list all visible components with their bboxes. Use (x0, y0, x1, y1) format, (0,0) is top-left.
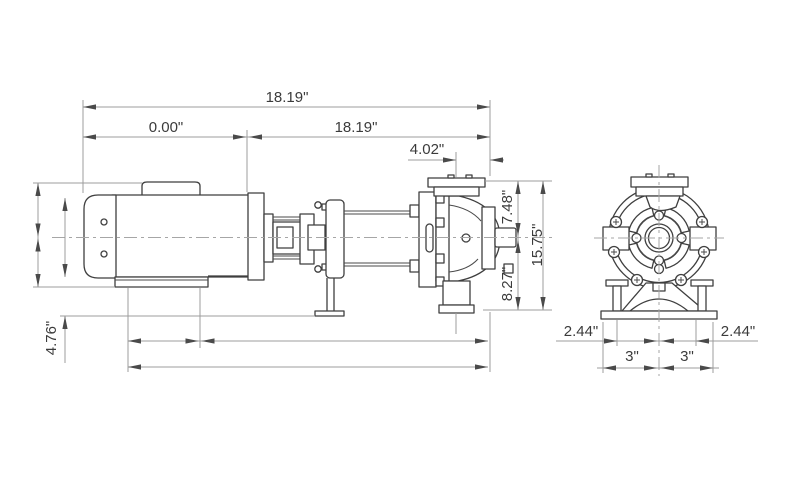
centerlines (52, 152, 724, 376)
dimension-arrows (35, 104, 713, 371)
dim-height-total-label: 15.75" (529, 224, 546, 267)
motor-end-cap (83, 194, 117, 279)
drain-flange (438, 304, 475, 314)
dim-top-left-label: 0.00" (149, 119, 184, 136)
dim-height-lower-label: 8.27" (499, 267, 516, 302)
pedestal-web (629, 298, 689, 312)
casing-bolt-3 (435, 253, 445, 264)
motor-junction-box (141, 181, 201, 197)
motor (83, 181, 265, 288)
dim-end-right-offset-label: 2.44" (721, 323, 756, 340)
motor-cap-bolt-bottom (100, 250, 108, 258)
pump-side (418, 174, 517, 314)
dim-top-overall-label: 18.19" (266, 89, 309, 106)
motor-foot (114, 276, 209, 288)
discharge-nozzle-end (645, 195, 681, 212)
grease-fitting-top (314, 201, 322, 209)
casing-bolt-2 (435, 217, 445, 228)
discharge-flange (427, 177, 486, 188)
support-foot (314, 310, 345, 317)
motor-flange-bell (247, 192, 265, 281)
post-tab-right (690, 279, 714, 287)
post-left (612, 285, 622, 312)
coupling-section (263, 199, 420, 317)
tie-rod-nut-bottom (409, 259, 420, 273)
post-right (697, 285, 707, 312)
dimension-labels: 18.19" 0.00" 18.19" 4.02" 7.48" 8.27" 15… (43, 89, 755, 365)
grease-fitting-bottom (314, 265, 322, 273)
discharge-neck (433, 186, 480, 197)
dim-end-half-right-label: 3" (680, 348, 694, 365)
dim-base-height-label: 4.76" (43, 321, 60, 356)
dim-end-half-left-label: 3" (625, 348, 639, 365)
tie-rod-nut-top (409, 204, 420, 218)
casing-bolts-end (607, 215, 711, 287)
post-tab-left (605, 279, 629, 287)
motor-cap-bolt-top (100, 218, 108, 226)
dim-end-left-offset-label: 2.44" (564, 323, 599, 340)
dim-top-right-label: 18.19" (335, 119, 378, 136)
casing-tab (503, 263, 514, 274)
motor-body (111, 194, 255, 278)
adapter-flange (325, 199, 345, 279)
drain-pipe (442, 280, 471, 306)
extension-lines (33, 100, 714, 373)
dim-height-upper-label: 7.48" (499, 190, 516, 225)
dim-discharge-offset-label: 4.02" (410, 141, 445, 158)
